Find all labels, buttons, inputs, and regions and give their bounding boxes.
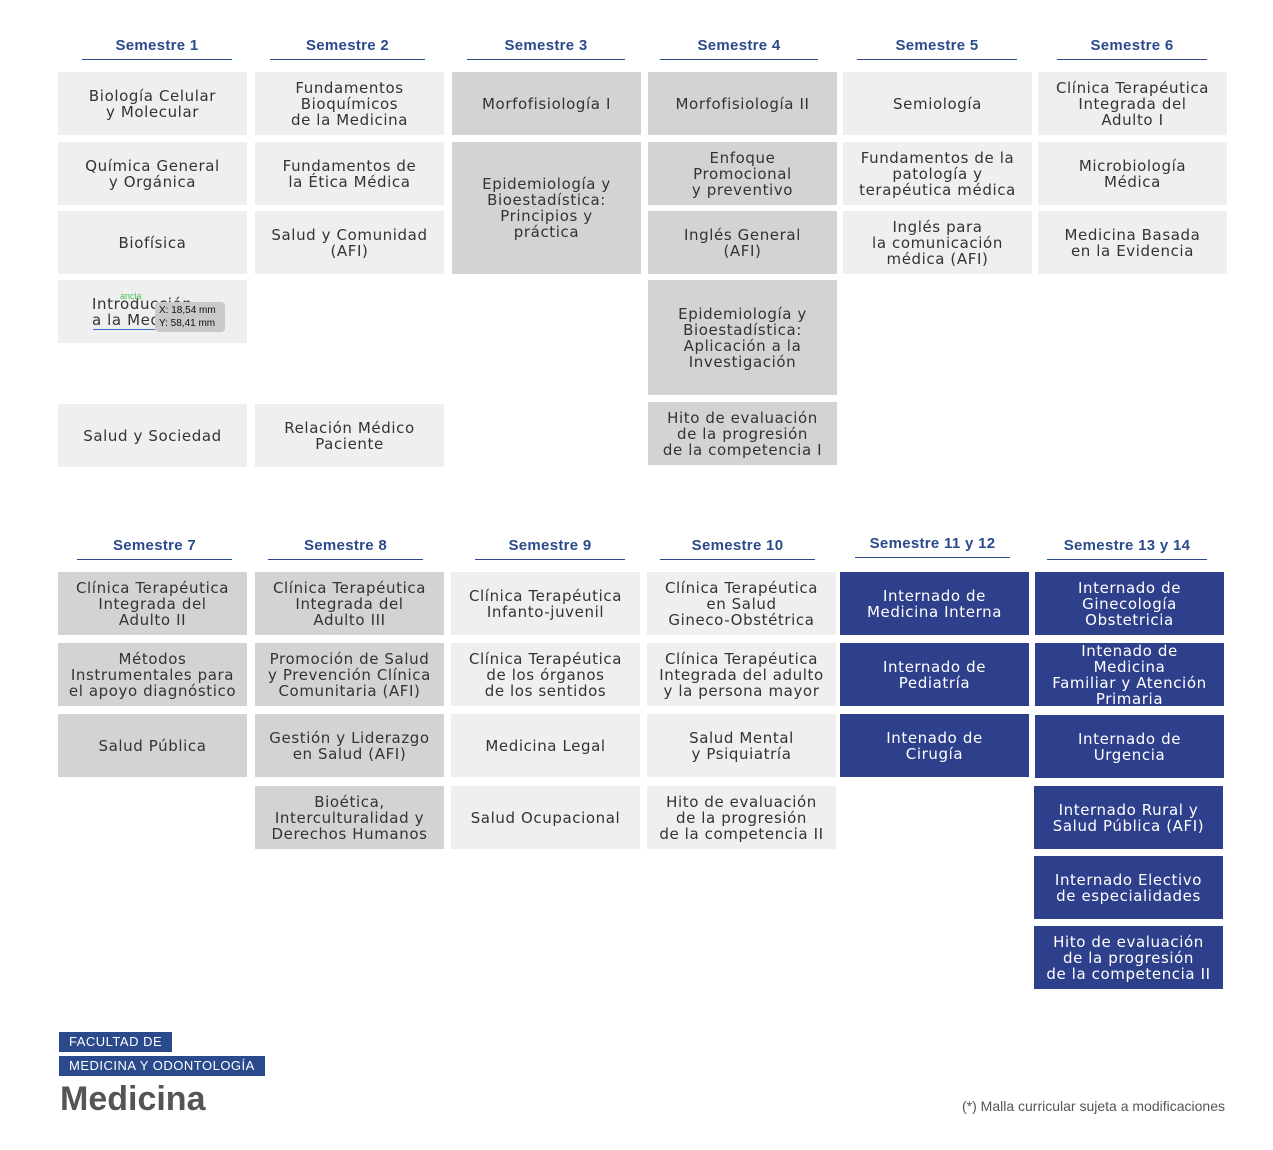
- course-box[interactable]: Inglés General (AFI): [648, 211, 837, 274]
- course-box[interactable]: Clínica Terapéutica Integrada del adulto…: [647, 643, 836, 706]
- semester-header-10: Semestre 10: [660, 532, 815, 560]
- course-box[interactable]: Morfofisiología II: [648, 72, 837, 135]
- internship-box[interactable]: Internado Electivo de especialidades: [1034, 856, 1223, 919]
- semester-header-7: Semestre 7: [77, 532, 232, 560]
- course-box[interactable]: Biofísica: [58, 211, 247, 274]
- course-box[interactable]: Clínica Terapéutica Integrada del Adulto…: [1038, 72, 1227, 135]
- course-box[interactable]: Bioética, Interculturalidad y Derechos H…: [255, 786, 444, 849]
- course-box[interactable]: Epidemiología y Bioestadística: Aplicaci…: [648, 280, 837, 395]
- semester-header-5: Semestre 5: [857, 32, 1017, 60]
- course-box[interactable]: Fundamentos de la patología y terapéutic…: [843, 142, 1032, 205]
- semester-header-4: Semestre 4: [660, 32, 818, 60]
- semester-header-11-12: Semestre 11 y 12: [855, 530, 1010, 558]
- semester-header-6: Semestre 6: [1057, 32, 1207, 60]
- selection-underline: [93, 329, 155, 330]
- internship-box[interactable]: Internado de Ginecología Obstetricia: [1035, 572, 1224, 635]
- measure-tooltip: X: 18,54 mm Y: 58,41 mm: [155, 302, 225, 332]
- measure-x: X: 18,54 mm: [159, 305, 216, 316]
- course-box[interactable]: Relación Médico Paciente: [255, 404, 444, 467]
- course-box[interactable]: Salud Pública: [58, 714, 247, 777]
- course-box[interactable]: Biología Celular y Molecular: [58, 72, 247, 135]
- measure-y: Y: 58,41 mm: [159, 318, 216, 329]
- course-box[interactable]: Salud y Comunidad (AFI): [255, 211, 444, 274]
- course-box[interactable]: Promoción de Salud y Prevención Clínica …: [255, 643, 444, 706]
- internship-box[interactable]: Internado Rural y Salud Pública (AFI): [1034, 786, 1223, 849]
- semester-header-8: Semestre 8: [268, 532, 423, 560]
- course-box[interactable]: Clínica Terapéutica de los órganos de lo…: [451, 643, 640, 706]
- course-box[interactable]: Clínica Terapéutica Infanto-juvenil: [451, 572, 640, 635]
- semester-header-1: Semestre 1: [82, 32, 232, 60]
- footnote: (*) Malla curricular sujeta a modificaci…: [962, 1098, 1225, 1114]
- internship-box[interactable]: Hito de evaluación de la progresión de l…: [1034, 926, 1223, 989]
- course-box[interactable]: Gestión y Liderazgo en Salud (AFI): [255, 714, 444, 777]
- semester-header-9: Semestre 9: [475, 532, 625, 560]
- course-box[interactable]: Hito de evaluación de la progresión de l…: [647, 786, 836, 849]
- semester-header-13-14: Semestre 13 y 14: [1047, 532, 1207, 560]
- course-box[interactable]: Métodos Instrumentales para el apoyo dia…: [58, 643, 247, 706]
- course-box[interactable]: Enfoque Promocional y preventivo: [648, 142, 837, 205]
- course-box[interactable]: Salud y Sociedad: [58, 404, 247, 467]
- course-box[interactable]: Fundamentos Bioquímicos de la Medicina: [255, 72, 444, 135]
- course-box[interactable]: Microbiología Médica: [1038, 142, 1227, 205]
- internship-box[interactable]: Internado de Pediatría: [840, 643, 1029, 706]
- course-box[interactable]: Clínica Terapéutica Integrada del Adulto…: [255, 572, 444, 635]
- course-box[interactable]: Clínica Terapéutica en Salud Gineco-Obst…: [647, 572, 836, 635]
- anchor-label: ancla: [120, 291, 142, 301]
- internship-box[interactable]: Internado de Medicina Interna: [840, 572, 1029, 635]
- internship-box[interactable]: Internado de Urgencia: [1035, 715, 1224, 778]
- program-title: Medicina: [60, 1080, 206, 1118]
- semester-header-2: Semestre 2: [270, 32, 425, 60]
- internship-box[interactable]: Intenado de Medicina Familiar y Atención…: [1035, 643, 1224, 707]
- course-box[interactable]: Química General y Orgánica: [58, 142, 247, 205]
- course-box[interactable]: Salud Mental y Psiquiatría: [647, 714, 836, 777]
- course-box[interactable]: Hito de evaluación de la progresión de l…: [648, 402, 837, 465]
- internship-box[interactable]: Intenado de Cirugía: [840, 714, 1029, 777]
- course-box[interactable]: Salud Ocupacional: [451, 786, 640, 849]
- faculty-badge-line2: MEDICINA Y ODONTOLOGÍA: [59, 1056, 265, 1076]
- faculty-badge-line1: FACULTAD DE: [59, 1032, 173, 1052]
- course-box[interactable]: Morfofisiología I: [452, 72, 641, 135]
- course-box[interactable]: Medicina Legal: [451, 714, 640, 777]
- course-box[interactable]: Fundamentos de la Ética Médica: [255, 142, 444, 205]
- course-box[interactable]: Clínica Terapéutica Integrada del Adulto…: [58, 572, 247, 635]
- semester-header-3: Semestre 3: [467, 32, 625, 60]
- course-box[interactable]: Inglés para la comunicación médica (AFI): [843, 211, 1032, 274]
- course-box[interactable]: Semiología: [843, 72, 1032, 135]
- course-box[interactable]: Epidemiología y Bioestadística: Principi…: [452, 142, 641, 274]
- course-box[interactable]: Medicina Basada en la Evidencia: [1038, 211, 1227, 274]
